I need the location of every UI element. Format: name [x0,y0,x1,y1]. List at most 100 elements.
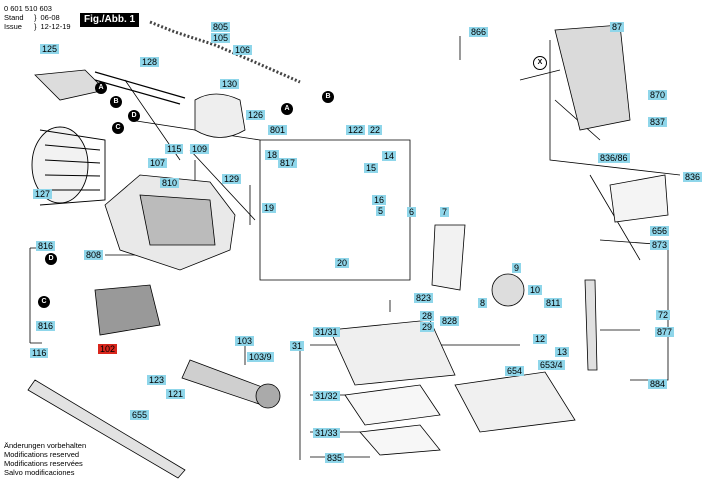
plunger-877 [584,279,598,371]
callout-31-32: 31/32 [313,391,340,401]
callout-116: 116 [30,348,49,358]
footer-line-es: Salvo modificaciones [4,468,75,477]
callout-808: 808 [84,250,104,260]
base-insert-31-32 [344,384,441,426]
callout-884: 884 [648,379,668,389]
armature-103 [181,359,281,409]
base-insert-31-33 [359,424,441,456]
footer-notes: Änderungen vorbehalten Modifications res… [4,441,86,477]
strip-128 [94,71,186,105]
frame-801-group [259,139,411,281]
callout-126: 126 [246,110,266,120]
gear-9 [491,273,525,307]
callout-19: 19 [262,203,277,213]
stand-label: Stand [4,13,24,22]
stator-102 [94,284,161,336]
document-header: 0 601 510 603 Stand} 06-08 Issue} 12-12-… [4,4,71,31]
callout-18: 18 [265,150,280,160]
callout-7: 7 [440,207,450,217]
callout-87: 87 [610,22,625,32]
callout-105: 105 [211,33,231,43]
callout-8: 8 [478,298,488,308]
stand-date: 06-08 [40,13,60,22]
callout-13: 13 [555,347,570,357]
callout-122: 122 [346,125,366,135]
marker-a-right: A [281,103,293,115]
callout-127: 127 [33,189,53,199]
issue-label: Issue [4,22,22,31]
guide-7 [431,224,466,291]
callout-121: 121 [166,389,186,399]
callout-16: 16 [372,195,387,205]
issue-date: 12-12-19 [40,22,71,31]
marker-d-left: D [128,110,140,122]
callout-654: 654 [505,366,525,376]
figure-title: Fig./Abb. 1 [80,13,140,27]
callout-5: 5 [376,206,386,216]
callout-14: 14 [382,151,397,161]
marker-b-left: B [110,96,122,108]
callout-6: 6 [407,207,417,217]
callout-28: 28 [420,311,435,321]
callout-102-highlighted: 102 [98,344,118,354]
callout-103-9: 103/9 [247,352,274,362]
shoe-654 [454,371,576,433]
marker-c-left: C [112,122,124,134]
callout-836-86: 836/86 [598,153,630,163]
marker-b-right: B [322,91,334,103]
callout-129: 129 [222,174,242,184]
callout-31: 31 [290,341,305,351]
cap-126 [194,93,246,138]
marker-d-stator: D [45,253,57,265]
hose-655 [27,379,186,479]
callout-107: 107 [148,158,168,168]
callout-656: 656 [650,226,670,236]
callout-10: 10 [528,285,543,295]
callout-72: 72 [656,310,671,320]
part-number: 0 601 510 603 [4,4,52,13]
gear-housing [104,174,236,271]
marker-a-left: A [95,82,107,94]
guard-656 [609,174,669,223]
callout-835: 835 [325,453,345,463]
callout-836: 836 [683,172,702,182]
callout-816: 816 [36,241,56,251]
callout-31-33: 31/33 [313,428,340,438]
callout-810: 810 [160,178,180,188]
footer-line-fr: Modifications reservées [4,459,83,468]
callout-823: 823 [414,293,434,303]
callout-873: 873 [650,240,670,250]
marker-c-stator: C [38,296,50,308]
callout-109: 109 [190,144,210,154]
callout-877: 877 [655,327,675,337]
callout-106: 106 [233,45,253,55]
callout-828: 828 [440,316,460,326]
base-plate-31 [329,319,456,386]
callout-866: 866 [469,27,489,37]
callout-103: 103 [235,336,255,346]
motor-housing-127 [31,126,106,206]
callout-20: 20 [335,258,350,268]
callout-125: 125 [40,44,60,54]
leader-836 [549,40,681,176]
callout-655: 655 [130,410,150,420]
callout-811: 811 [544,298,563,308]
callout-22: 22 [368,125,383,135]
cable-805 [149,20,301,84]
callout-115: 115 [165,144,184,154]
callout-130: 130 [220,79,240,89]
callout-653-4: 653/4 [538,360,565,370]
callout-837: 837 [648,117,668,127]
footer-line-de: Änderungen vorbehalten [4,441,87,450]
callout-128: 128 [140,57,160,67]
callout-31-31: 31/31 [313,327,340,337]
callout-29: 29 [420,322,435,332]
callout-801: 801 [268,125,288,135]
callout-123: 123 [147,375,167,385]
callout-12: 12 [533,334,548,344]
marker-x: X [533,56,547,70]
upper-housing-x [554,24,631,131]
callout-15: 15 [364,163,379,173]
